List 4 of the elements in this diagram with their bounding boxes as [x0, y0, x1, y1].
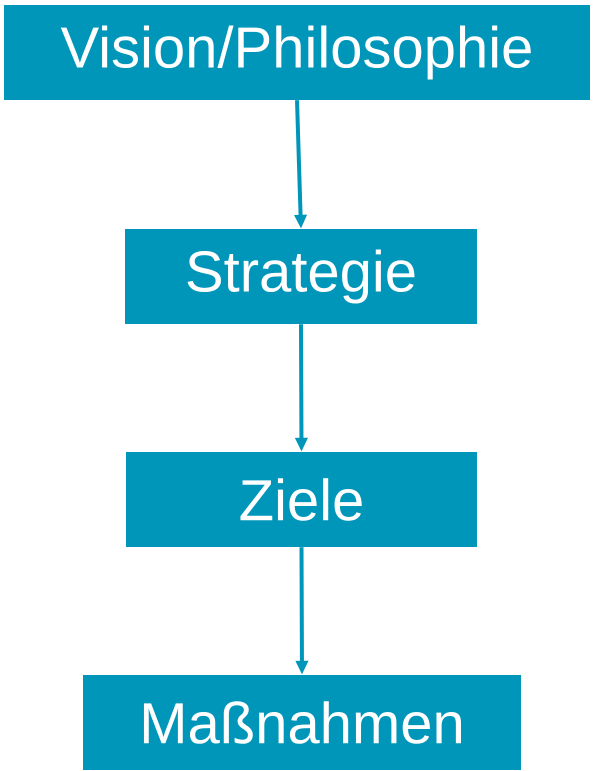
process-box: Vision/Philosophie — [4, 5, 590, 100]
process-box: Maßnahmen — [83, 675, 521, 770]
process-box: Strategie — [125, 229, 477, 324]
process-box: Ziele — [126, 452, 477, 547]
